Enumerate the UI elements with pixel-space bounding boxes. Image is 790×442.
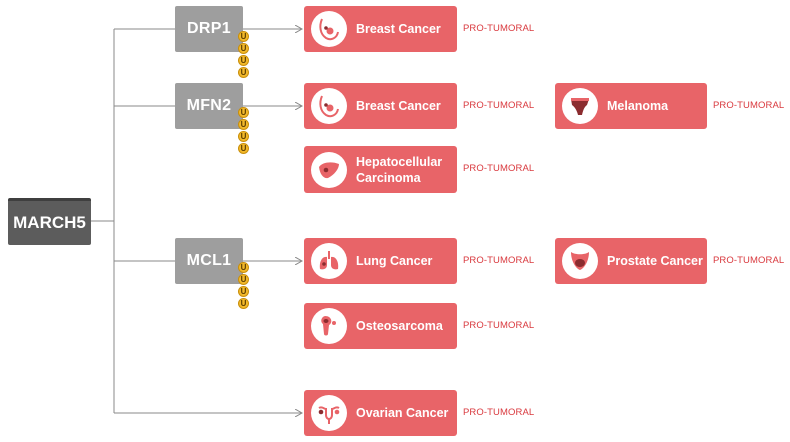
protein-label: MFN2 — [186, 97, 232, 114]
ubiquitin-icon: U — [238, 262, 249, 273]
disease-label: Hepatocellular Carcinoma — [356, 154, 443, 185]
ubiquitin-icon: U — [238, 107, 249, 118]
ubiquitin-icon: U — [238, 43, 249, 54]
disease-card-lung-cancer: Lung Cancer — [304, 238, 457, 284]
effect-label: PRO-TUMORAL — [713, 100, 785, 111]
effect-label: PRO-TUMORAL — [463, 23, 535, 34]
ubiquitin-icon: U — [238, 143, 249, 154]
ubiquitin-icon: U — [238, 298, 249, 309]
effect-label: PRO-TUMORAL — [713, 255, 785, 266]
disease-label: Prostate Cancer — [607, 254, 703, 268]
root-label: MARCH5 — [13, 213, 86, 232]
ubiquitin-icon: U — [238, 55, 249, 66]
uterus-icon — [311, 395, 347, 431]
disease-card-ovarian-cancer: Ovarian Cancer — [304, 390, 457, 436]
bone-icon — [311, 308, 347, 344]
lungs-icon — [311, 243, 347, 279]
protein-node-mcl1: MCL1 — [175, 238, 243, 284]
effect-label: PRO-TUMORAL — [463, 163, 535, 174]
ubiquitin-icon: U — [238, 131, 249, 142]
effect-label: PRO-TUMORAL — [463, 100, 535, 111]
effect-label: PRO-TUMORAL — [463, 255, 535, 266]
disease-label: Ovarian Cancer — [356, 406, 449, 420]
protein-node-drp1: DRP1 — [175, 6, 243, 52]
disease-card-breast-cancer-drp1: Breast Cancer — [304, 6, 457, 52]
ubiquitin-icon: U — [238, 31, 249, 42]
ubiquitin-icon: U — [238, 67, 249, 78]
disease-label: Lung Cancer — [356, 254, 433, 268]
root-node-march5: MARCH5 — [8, 198, 91, 245]
disease-card-hepatocellular-carcinoma: Hepatocellular Carcinoma — [304, 146, 457, 193]
disease-card-osteosarcoma: Osteosarcoma — [304, 303, 457, 349]
breast-icon — [311, 88, 347, 124]
liver-icon — [311, 151, 347, 188]
disease-card-breast-cancer-mfn2: Breast Cancer — [304, 83, 457, 129]
breast-icon — [311, 11, 347, 47]
disease-label: Osteosarcoma — [356, 319, 443, 333]
effect-label: PRO-TUMORAL — [463, 320, 535, 331]
protein-label: MCL1 — [186, 252, 232, 269]
protein-node-mfn2: MFN2 — [175, 83, 243, 129]
disease-label: Melanoma — [607, 99, 669, 113]
disease-card-prostate-cancer: Prostate Cancer — [555, 238, 707, 284]
skin-icon — [562, 88, 598, 124]
ubiquitin-icon: U — [238, 274, 249, 285]
disease-label: Breast Cancer — [356, 22, 441, 36]
ubiquitin-icon: U — [238, 286, 249, 297]
ubiquitin-icon: U — [238, 119, 249, 130]
protein-label: DRP1 — [187, 20, 231, 37]
prostate-icon — [562, 243, 598, 279]
disease-label: Breast Cancer — [356, 99, 441, 113]
effect-label: PRO-TUMORAL — [463, 407, 535, 418]
disease-card-melanoma: Melanoma — [555, 83, 707, 129]
